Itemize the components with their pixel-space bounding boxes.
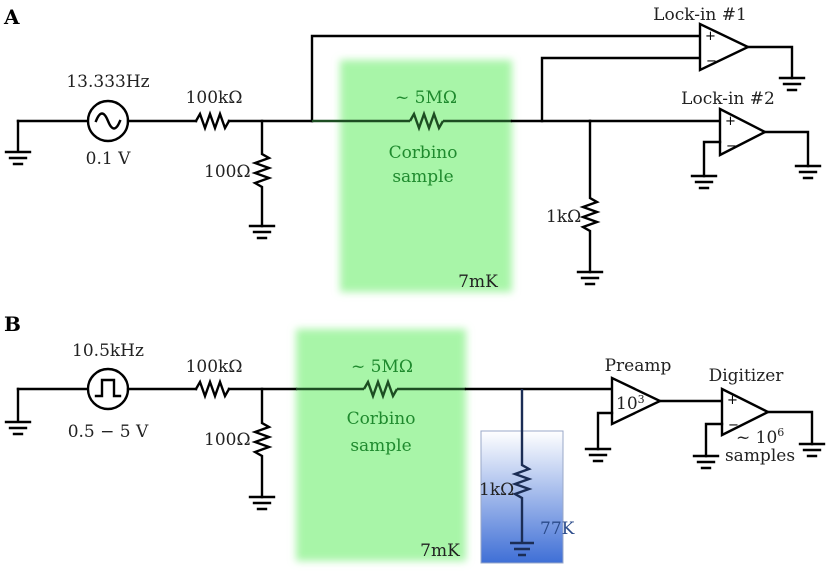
- r-meas-label-a: 1kΩ: [546, 207, 581, 227]
- source-freq-b: 10.5kHz: [72, 341, 144, 361]
- lockin1-label: Lock-in #1: [653, 5, 747, 25]
- lockin2-amplifier: + −: [690, 107, 822, 190]
- sample-name1-b: Corbino: [347, 409, 416, 429]
- sample-name1-a: Corbino: [389, 143, 458, 163]
- cold-region-a: [340, 60, 512, 292]
- svg-text:−: −: [726, 139, 737, 154]
- sample-name2-a: sample: [392, 167, 453, 187]
- sample-resistor-a: [408, 110, 445, 132]
- digitizer-samples-2: samples: [725, 446, 795, 466]
- sample-r-label-a: ~ 5MΩ: [395, 88, 457, 108]
- panel-b-label: B: [4, 312, 21, 336]
- digitizer-amplifier: + −: [692, 387, 826, 470]
- svg-text:+: +: [705, 29, 716, 44]
- digitizer-samples-base: ~ 10: [736, 428, 777, 448]
- cold-region-b: [296, 329, 466, 561]
- digitizer-label: Digitizer: [709, 366, 785, 386]
- ground-source-a: [4, 119, 32, 166]
- digitizer-samples-exp: 6: [777, 426, 784, 439]
- r-meas-label-b: 1kΩ: [479, 480, 514, 500]
- temp-label-a: 7mK: [458, 272, 498, 292]
- preamp-gain-base: 10: [616, 394, 638, 414]
- lockin1-amplifier: + −: [698, 22, 806, 92]
- resistor-100-shunt-a: [248, 119, 276, 240]
- temp-label-b: 7mK: [420, 541, 460, 561]
- source-amp-a: 0.1 V: [86, 149, 131, 169]
- resistor-100-shunt-b: [248, 387, 276, 511]
- resistor-100k-a: [194, 110, 231, 132]
- lockin2-label: Lock-in #2: [681, 89, 775, 109]
- svg-text:−: −: [706, 54, 717, 69]
- resistor-100k-b: [194, 378, 231, 400]
- svg-text:+: +: [727, 393, 738, 408]
- sample-r-label-b: ~ 5MΩ: [351, 357, 413, 377]
- panel-a-label: A: [3, 5, 20, 29]
- preamp-gain-exp: 3: [638, 393, 645, 406]
- preamp-gain: 103: [616, 393, 645, 414]
- r-series-label-a: 100kΩ: [186, 88, 243, 108]
- source-amp-b: 0.5 − 5 V: [68, 422, 149, 442]
- ground-source-b: [4, 387, 32, 436]
- square-source-b: [86, 367, 130, 411]
- resistor-1k-b: [510, 389, 534, 557]
- svg-text:−: −: [728, 418, 739, 433]
- r-series-label-b: 100kΩ: [186, 357, 243, 377]
- sample-resistor-b: [362, 378, 399, 400]
- preamp-label: Preamp: [605, 356, 672, 376]
- ac-source-a: [86, 99, 130, 143]
- sample-name2-b: sample: [350, 436, 411, 456]
- source-freq-a: 13.333Hz: [66, 72, 149, 92]
- r-shunt-label-a: 100Ω: [204, 162, 251, 182]
- digitizer-samples-1: ~ 106: [736, 426, 784, 448]
- temp-meas-label-b: 77K: [540, 519, 575, 539]
- preamp-amplifier: [584, 376, 663, 463]
- resistor-1k-a: [576, 119, 604, 286]
- svg-text:+: +: [725, 114, 736, 129]
- r-shunt-label-b: 100Ω: [204, 430, 251, 450]
